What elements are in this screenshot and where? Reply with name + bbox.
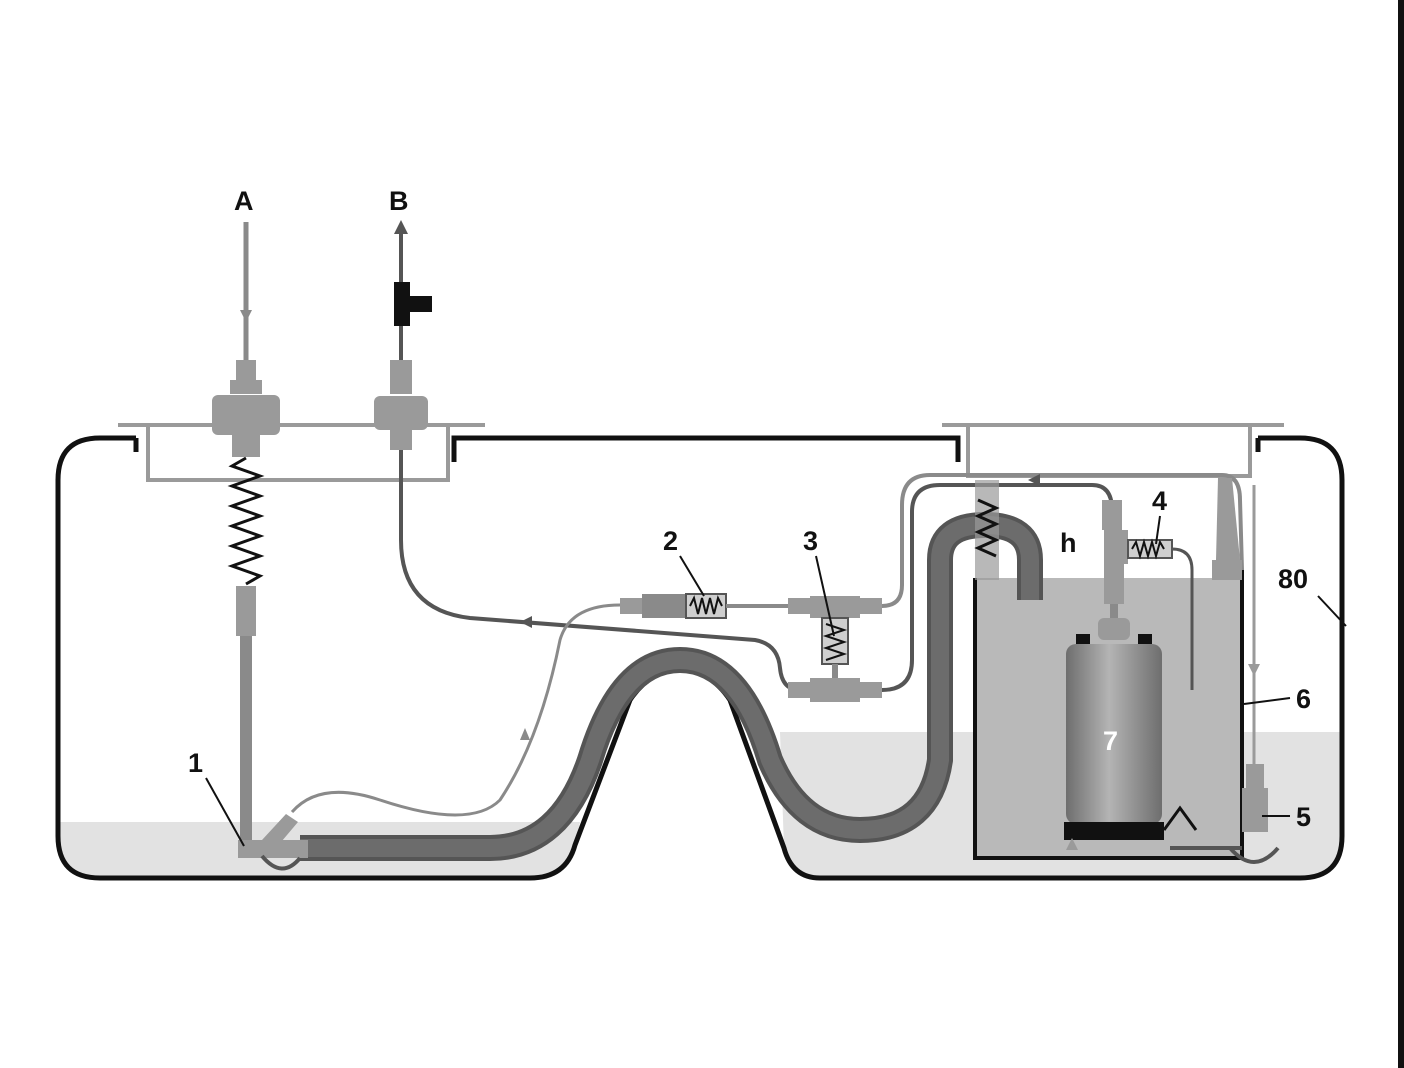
connector-a-1 xyxy=(236,360,256,380)
leader-2 xyxy=(679,555,705,597)
pipe-3-lower xyxy=(881,483,1114,692)
valve-3-bottom-left-cap xyxy=(788,682,810,698)
label-7: 7 xyxy=(1103,726,1118,756)
spring-a xyxy=(227,456,265,586)
valve-3-spring xyxy=(822,623,848,661)
connector-b-1 xyxy=(390,360,412,394)
valve-2-spring xyxy=(689,595,723,615)
label-4: 4 xyxy=(1152,486,1167,516)
leader-1 xyxy=(205,777,245,847)
arrow-return xyxy=(520,616,532,628)
pump-7-body xyxy=(1066,644,1162,824)
flange-right xyxy=(942,423,1284,478)
connector-b-2 xyxy=(374,396,428,430)
pump-7-head xyxy=(1098,618,1130,640)
jet-pump-1-nozzle xyxy=(262,814,298,848)
pipe-3-upper xyxy=(881,473,1244,608)
label-3: 3 xyxy=(803,526,818,556)
jet-pump-5-body xyxy=(1242,788,1268,832)
jet-pump-5-base xyxy=(1228,846,1280,864)
valve-3-bottom-right-cap xyxy=(860,682,882,698)
reservoir-inlet xyxy=(975,480,999,580)
jet-pump-1-body xyxy=(238,840,308,858)
connector-b-3 xyxy=(390,430,412,450)
valve-3-bottom-body xyxy=(810,678,860,702)
arrow-5 xyxy=(1248,664,1260,676)
valve-3-left-cap xyxy=(788,598,810,614)
arrow-siphon xyxy=(520,728,530,740)
flange-left xyxy=(118,423,485,482)
main-hose-inner xyxy=(300,515,1039,857)
valve-3-right-cap xyxy=(860,598,882,614)
right-connector-base xyxy=(1212,560,1242,580)
valve-b xyxy=(394,282,432,326)
valve-2-cap-left xyxy=(620,598,642,614)
label-2: 2 xyxy=(663,526,678,556)
leader-6 xyxy=(1243,697,1291,705)
siphon-line xyxy=(290,603,621,817)
valve-4-tee xyxy=(1104,530,1128,564)
right-connector xyxy=(1216,478,1240,560)
pump-7-cap-right xyxy=(1138,634,1152,644)
jet-pump-1-base xyxy=(260,854,302,871)
pickup-tube xyxy=(236,586,256,636)
label-1: 1 xyxy=(188,748,203,778)
leader-4 xyxy=(1155,515,1161,545)
label-b: B xyxy=(389,186,409,216)
label-5: 5 xyxy=(1296,802,1311,832)
reservoir-spring xyxy=(974,498,1000,558)
reservoir-wall xyxy=(973,570,1244,860)
arrow-a xyxy=(240,310,252,322)
connector-a-3 xyxy=(212,395,280,435)
return-line-dark xyxy=(399,450,801,692)
label-h: h xyxy=(1060,528,1077,558)
valve-2-spring-housing xyxy=(685,593,727,619)
valve-4-top xyxy=(1102,500,1122,530)
valve-4-outlet xyxy=(1171,547,1194,690)
valve-2-body xyxy=(642,594,686,618)
connector-a-4 xyxy=(232,435,260,457)
valve-4-lower xyxy=(1104,564,1124,604)
tank-top-middle xyxy=(451,435,961,462)
jet-pump-5-connector xyxy=(1246,764,1264,788)
valve-3-top-body xyxy=(810,596,860,618)
arrow-base xyxy=(1066,838,1078,850)
label-80: 80 xyxy=(1278,564,1308,594)
valve-4-spring xyxy=(1131,538,1165,560)
arrow-top xyxy=(1028,474,1040,486)
pump-7-bracket xyxy=(1162,805,1198,831)
connector-a-2 xyxy=(230,380,262,394)
pump-7-foot xyxy=(1064,822,1164,840)
label-a: A xyxy=(234,186,254,216)
label-6: 6 xyxy=(1296,684,1311,714)
arrow-b xyxy=(394,220,408,234)
leader-80 xyxy=(1317,595,1347,627)
leader-3 xyxy=(815,555,835,637)
pump-7-cap-left xyxy=(1076,634,1090,644)
right-edge-bar xyxy=(1398,0,1404,1068)
